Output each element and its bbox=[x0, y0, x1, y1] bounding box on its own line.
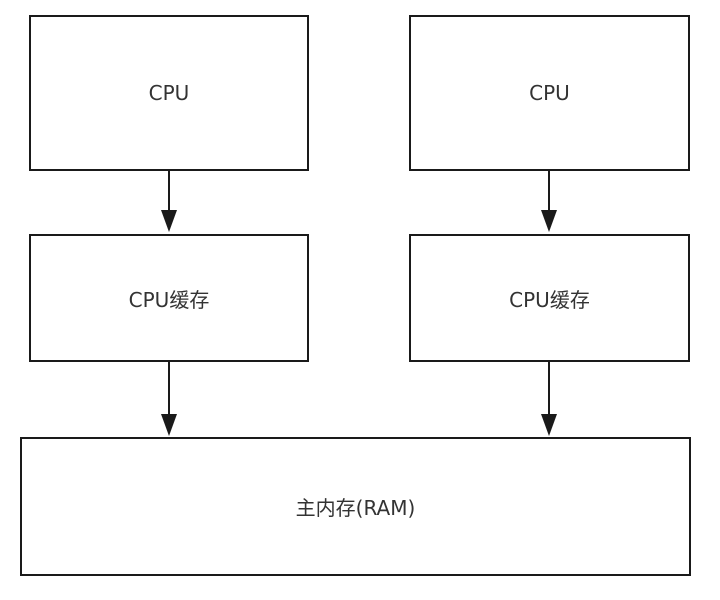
cpu-box-right: CPU bbox=[409, 15, 690, 171]
arrow-cpu-left-to-cache-left bbox=[161, 171, 177, 232]
cpu-cache-box-left: CPU缓存 bbox=[29, 234, 309, 362]
cpu-cache-label-left: CPU缓存 bbox=[128, 287, 210, 312]
cpu-label-left: CPU bbox=[148, 81, 190, 105]
cpu-label-right: CPU bbox=[529, 81, 570, 105]
main-memory-label: 主内存(RAM) bbox=[295, 496, 416, 520]
cpu-box-left: CPU bbox=[29, 15, 309, 171]
main-memory-box: 主内存(RAM) bbox=[20, 437, 691, 576]
arrow-cpu-right-to-cache-right bbox=[541, 171, 557, 232]
cpu-cache-box-right: CPU缓存 bbox=[409, 234, 690, 362]
cpu-cache-label-right: CPU缓存 bbox=[509, 287, 590, 312]
arrow-cache-right-to-ram bbox=[541, 362, 557, 436]
arrow-cache-left-to-ram bbox=[161, 362, 177, 436]
